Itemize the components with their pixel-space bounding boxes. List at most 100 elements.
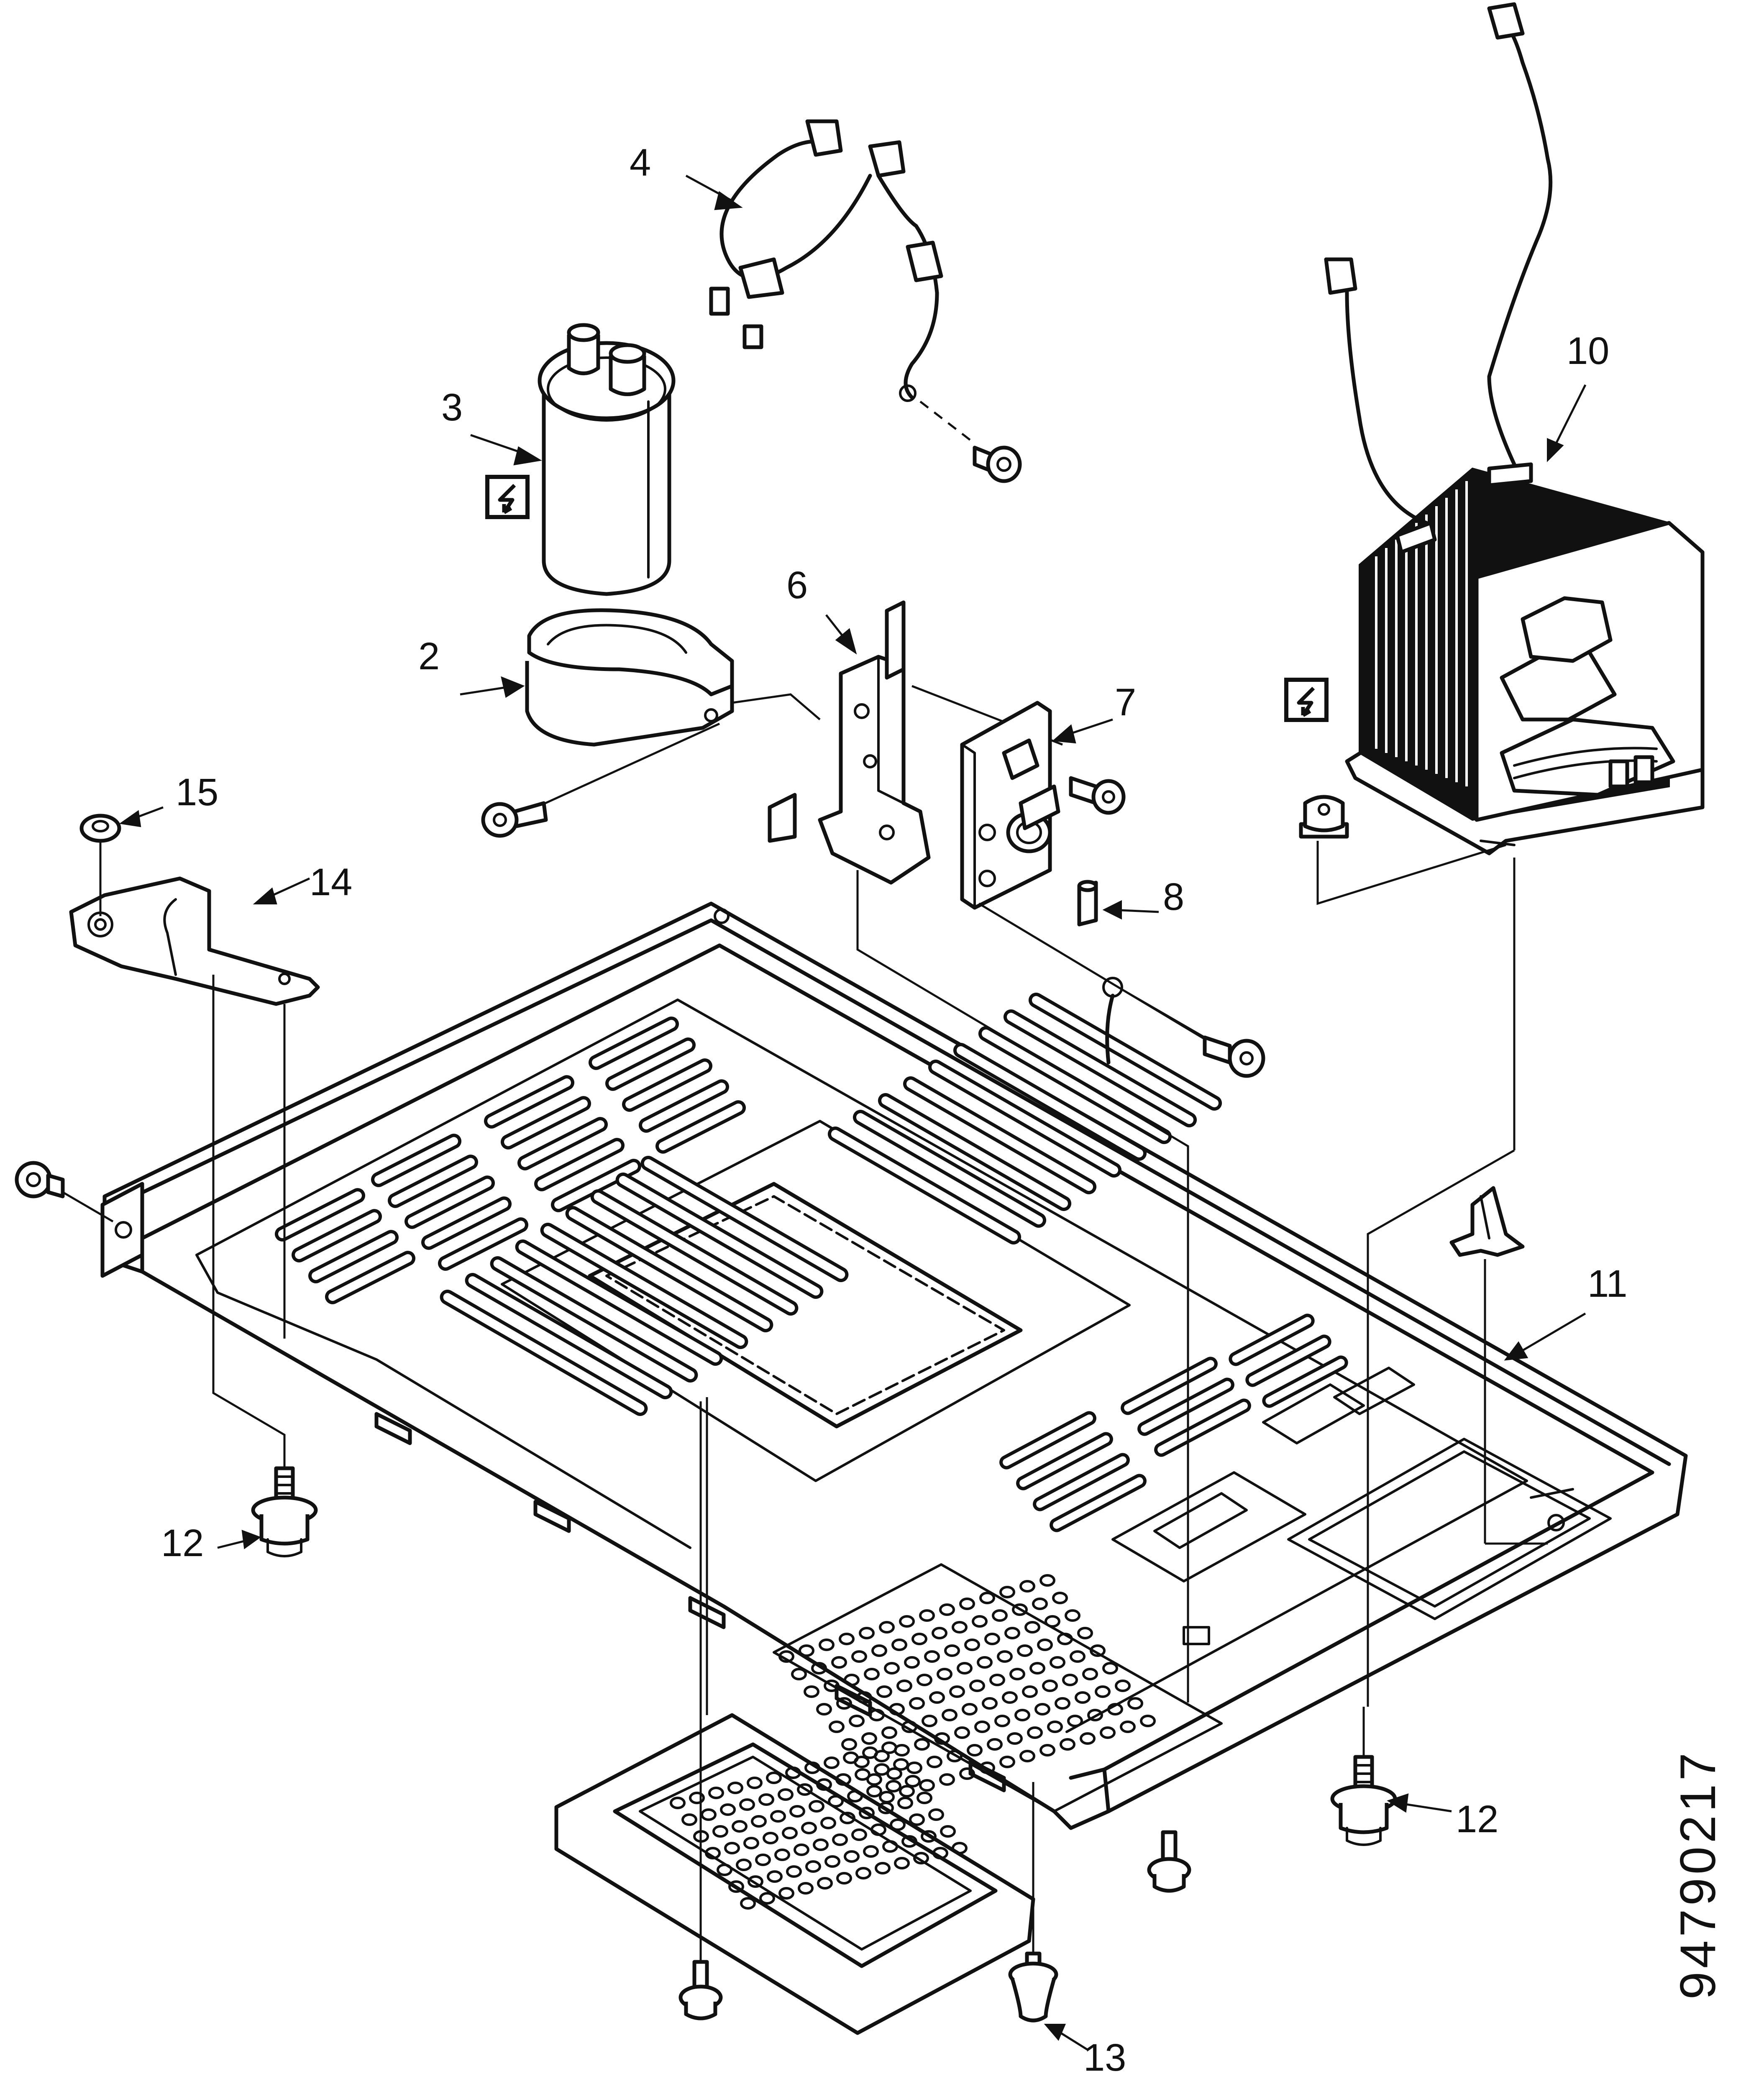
foot-13 (1008, 1782, 1058, 2023)
vent-slots-mid (999, 1314, 1348, 1532)
grille-hole (739, 1798, 755, 1811)
perforation-hole (816, 1703, 832, 1716)
grille-hole (824, 1855, 840, 1868)
grille-hole (882, 1840, 898, 1853)
grille-hole (751, 1815, 767, 1828)
perforation-hole (914, 1738, 930, 1751)
perforation-hole (844, 1674, 860, 1686)
grille-hole (905, 1775, 921, 1787)
grille-hole (727, 1782, 743, 1794)
perforation-hole (836, 1697, 852, 1710)
perforation-hole (1022, 1685, 1038, 1698)
foot-left (251, 1466, 318, 1557)
perforation-hole (869, 1709, 885, 1721)
perforation-hole (1075, 1691, 1091, 1704)
grille-hole (835, 1773, 851, 1786)
perforation-hole (967, 1744, 983, 1756)
perforation-hole (841, 1738, 857, 1751)
grille-hole (820, 1817, 836, 1829)
grille-hole (917, 1792, 932, 1804)
perforation-hole (1047, 1721, 1063, 1733)
perforation-hole (864, 1668, 880, 1680)
assembly-lines (212, 870, 1548, 1715)
grille-hole (785, 1767, 801, 1779)
grille-hole (816, 1778, 832, 1791)
ground-wire (1102, 977, 1265, 1078)
perforation-hole (819, 1639, 835, 1651)
perforation-hole (839, 1633, 855, 1645)
grille-hole (909, 1813, 925, 1826)
grille-hole (928, 1808, 944, 1821)
grille-hole (940, 1825, 956, 1838)
perforation-hole (922, 1715, 937, 1727)
perforation-hole (896, 1680, 912, 1692)
capacitor (538, 323, 676, 596)
perforation-hole (1055, 1697, 1070, 1710)
perforation-hole (879, 1791, 895, 1803)
grille-hole (774, 1849, 790, 1861)
perforation-hole (979, 1592, 995, 1604)
perforation-hole (851, 1650, 867, 1663)
callout-6: 6 (786, 564, 808, 607)
high-voltage-warning-icon (485, 475, 530, 519)
perforation-hole (1057, 1633, 1073, 1645)
perforation-hole (871, 1644, 887, 1657)
grille-hole (712, 1825, 728, 1838)
grille-hole (875, 1862, 891, 1874)
perforation-hole (1067, 1715, 1083, 1727)
perforation-hole (924, 1650, 940, 1663)
perforation-hole (1024, 1621, 1040, 1634)
perforation-hole (927, 1756, 942, 1768)
grille-hole (770, 1810, 786, 1823)
callout-7: 7 (1115, 681, 1136, 724)
grille-hole (890, 1818, 906, 1831)
perforation-hole (1039, 1744, 1055, 1756)
grille-hole (862, 1746, 878, 1759)
grille-hole (836, 1872, 852, 1885)
perforation-hole (811, 1662, 827, 1675)
perforation-hole (861, 1732, 877, 1745)
perforation-hole (1087, 1709, 1103, 1721)
perforation-hole (791, 1668, 807, 1680)
grille-hole (701, 1808, 717, 1821)
perforation-hole (849, 1715, 865, 1727)
grille-hole (747, 1777, 763, 1789)
clip (1449, 1186, 1525, 1544)
perforation-hole (957, 1662, 973, 1675)
perforation-hole (1007, 1732, 1023, 1745)
perforation-hole (954, 1726, 970, 1739)
perforation-hole (829, 1721, 845, 1733)
perforation-hole (906, 1762, 922, 1774)
perforation-hole (969, 1680, 985, 1692)
door-switch (960, 701, 1231, 1055)
grille-hole (870, 1823, 886, 1836)
grille-hole (736, 1859, 752, 1871)
perforation-hole (999, 1756, 1015, 1768)
perforation-hole (889, 1703, 905, 1716)
grille-hole (758, 1793, 774, 1806)
perforation-hole (1140, 1715, 1156, 1727)
grille-hole (767, 1870, 783, 1883)
callout-4: 4 (630, 141, 651, 184)
perforation-hole (1107, 1703, 1123, 1716)
perforation-hole (979, 1762, 995, 1774)
perforation-hole (778, 1650, 794, 1663)
grille-hole (728, 1880, 744, 1893)
perforation-hole (919, 1609, 935, 1622)
grille-hole (801, 1822, 817, 1834)
perforation-hole (884, 1662, 900, 1675)
pin (1077, 880, 1098, 927)
grille-hole (724, 1842, 740, 1854)
perforation-hole (947, 1750, 963, 1762)
screw-bracket (481, 722, 720, 838)
perforation-hole (1115, 1680, 1131, 1692)
wire-harness (709, 119, 1022, 483)
washer (79, 814, 121, 916)
perforation-hole (1102, 1662, 1118, 1675)
grille-hole (866, 1785, 882, 1797)
perforation-hole (1095, 1685, 1111, 1698)
perforation-hole (929, 1691, 945, 1704)
grille-hole (809, 1800, 824, 1813)
